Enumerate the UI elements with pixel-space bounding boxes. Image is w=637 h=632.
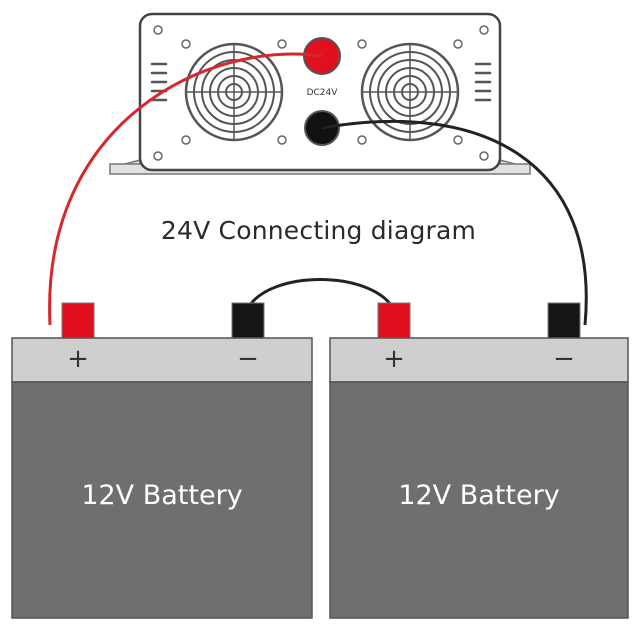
fan-left-icon (184, 42, 284, 142)
battery-1 (11, 302, 313, 619)
battery-2-body (329, 381, 629, 619)
battery-1-plus-label: + (67, 344, 89, 374)
battery-1-negative-post (231, 302, 265, 340)
battery-2-negative-post (547, 302, 581, 340)
inverter-port-label: DC24V (307, 88, 339, 98)
battery-1-minus-label: − (237, 344, 259, 374)
positive-wire (48, 52, 323, 326)
battery-1-label: 12V Battery (81, 480, 243, 511)
battery-1-positive-post (61, 302, 95, 340)
diagram-title: 24V Connecting diagram (160, 216, 477, 245)
screw-icons (153, 25, 489, 161)
series-link-wire (246, 278, 395, 309)
inverter: DC24V (109, 12, 531, 175)
battery-1-body (11, 381, 313, 619)
battery-2-plus-label: + (383, 344, 405, 374)
battery-2-minus-label: − (553, 344, 575, 374)
battery-1-top (11, 337, 313, 383)
fan-right-icon (360, 42, 460, 142)
negative-wire (321, 119, 588, 326)
battery-2 (329, 302, 629, 619)
vent-right-icon (474, 62, 492, 102)
battery-2-label: 12V Battery (398, 480, 560, 511)
battery-2-positive-post (377, 302, 411, 340)
